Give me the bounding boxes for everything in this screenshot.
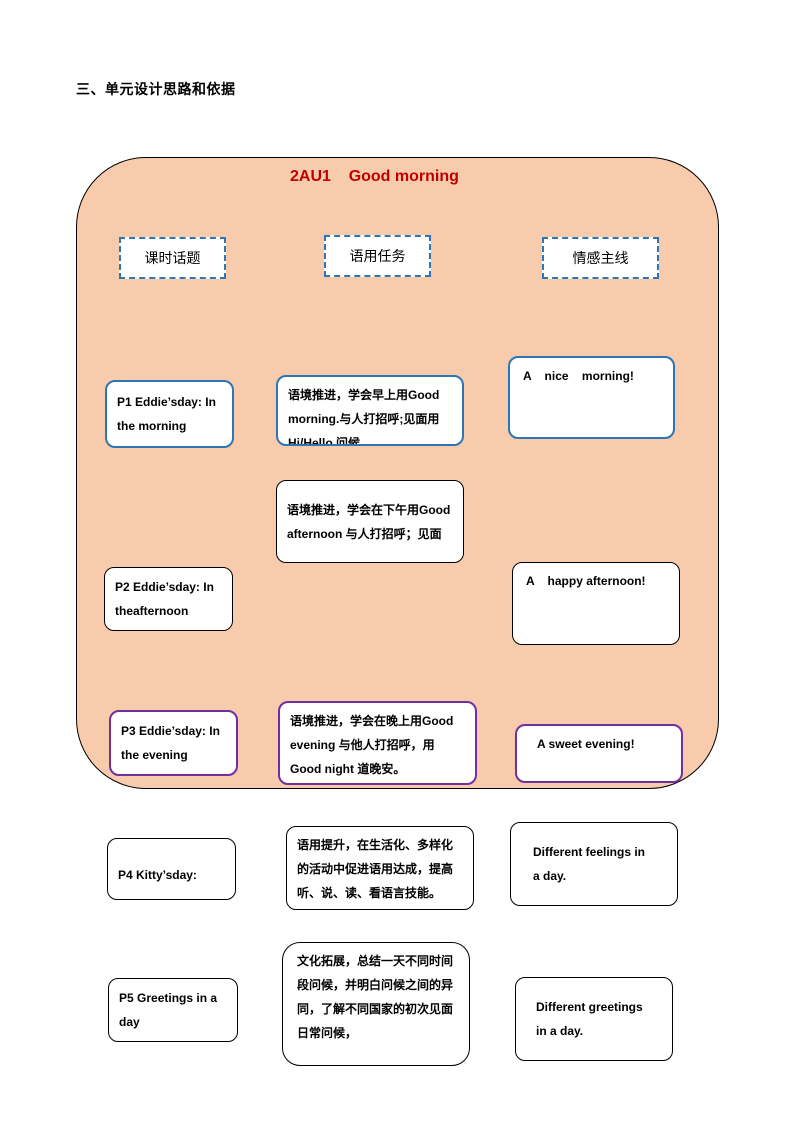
topic-text-p3: P3 Eddie’sday: In the evening (121, 724, 220, 762)
topic-text-p4: P4 Kitty’sday: (118, 868, 197, 882)
task-text-p3: 语境推进，学会在晚上用Good evening 与他人打招呼，用 Good ni… (290, 714, 454, 776)
emotion-text-p1: A nice morning! (523, 369, 634, 383)
emotion-text-p2: A happy afternoon! (526, 574, 646, 588)
emotion-box-p5: Different greetings in a day. (515, 977, 673, 1061)
emotion-text-p5: Different greetings in a day. (536, 1000, 643, 1038)
task-text-p1: 语境推进，学会早上用Good morning.与人打招呼;见面用 Hi/Hell… (288, 388, 440, 446)
header-topic: 课时话题 (119, 237, 226, 279)
task-text-p4: 语用提升，在生活化、多样化的活动中促进语用达成，提高听、说、读、看语言技能。 (297, 838, 454, 900)
header-emotion: 情感主线 (542, 237, 659, 279)
emotion-box-p2: A happy afternoon! (512, 562, 680, 645)
emotion-box-p4: Different feelings in a day. (510, 822, 678, 906)
emotion-box-p3: A sweet evening! (515, 724, 683, 783)
topic-box-p5: P5 Greetings in a day (108, 978, 238, 1042)
topic-box-p4: P4 Kitty’sday: (107, 838, 236, 900)
task-box-p2: 语境推进，学会在下午用Good afternoon 与人打招呼；见面 (276, 480, 464, 563)
section-heading: 三、单元设计思路和依据 (76, 82, 236, 98)
topic-text-p5: P5 Greetings in a day (119, 991, 218, 1029)
topic-text-p1: P1 Eddie’sday: In the morning (117, 395, 216, 433)
emotion-text-p4: Different feelings in a day. (533, 845, 646, 883)
task-box-p3: 语境推进，学会在晚上用Good evening 与他人打招呼，用 Good ni… (278, 701, 477, 785)
task-text-p5: 文化拓展，总结一天不同时间段问候，并明白问候之间的异同，了解不同国家的初次见面日… (297, 954, 454, 1040)
topic-box-p3: P3 Eddie’sday: In the evening (109, 710, 238, 776)
task-box-p5: 文化拓展，总结一天不同时间段问候，并明白问候之间的异同，了解不同国家的初次见面日… (282, 942, 470, 1066)
topic-text-p2: P2 Eddie’sday: In theafternoon (115, 580, 214, 618)
emotion-text-p3: A sweet evening! (537, 737, 635, 751)
unit-title: 2AU1 Good morning (290, 168, 459, 185)
task-box-p1: 语境推进，学会早上用Good morning.与人打招呼;见面用 Hi/Hell… (276, 375, 464, 446)
task-text-p2: 语境推进，学会在下午用Good afternoon 与人打招呼；见面 (287, 502, 451, 541)
header-task: 语用任务 (324, 235, 431, 277)
task-box-p4: 语用提升，在生活化、多样化的活动中促进语用达成，提高听、说、读、看语言技能。 (286, 826, 474, 910)
topic-box-p2: P2 Eddie’sday: In theafternoon (104, 567, 233, 631)
topic-box-p1: P1 Eddie’sday: In the morning (105, 380, 234, 448)
emotion-box-p1: A nice morning! (508, 356, 675, 439)
